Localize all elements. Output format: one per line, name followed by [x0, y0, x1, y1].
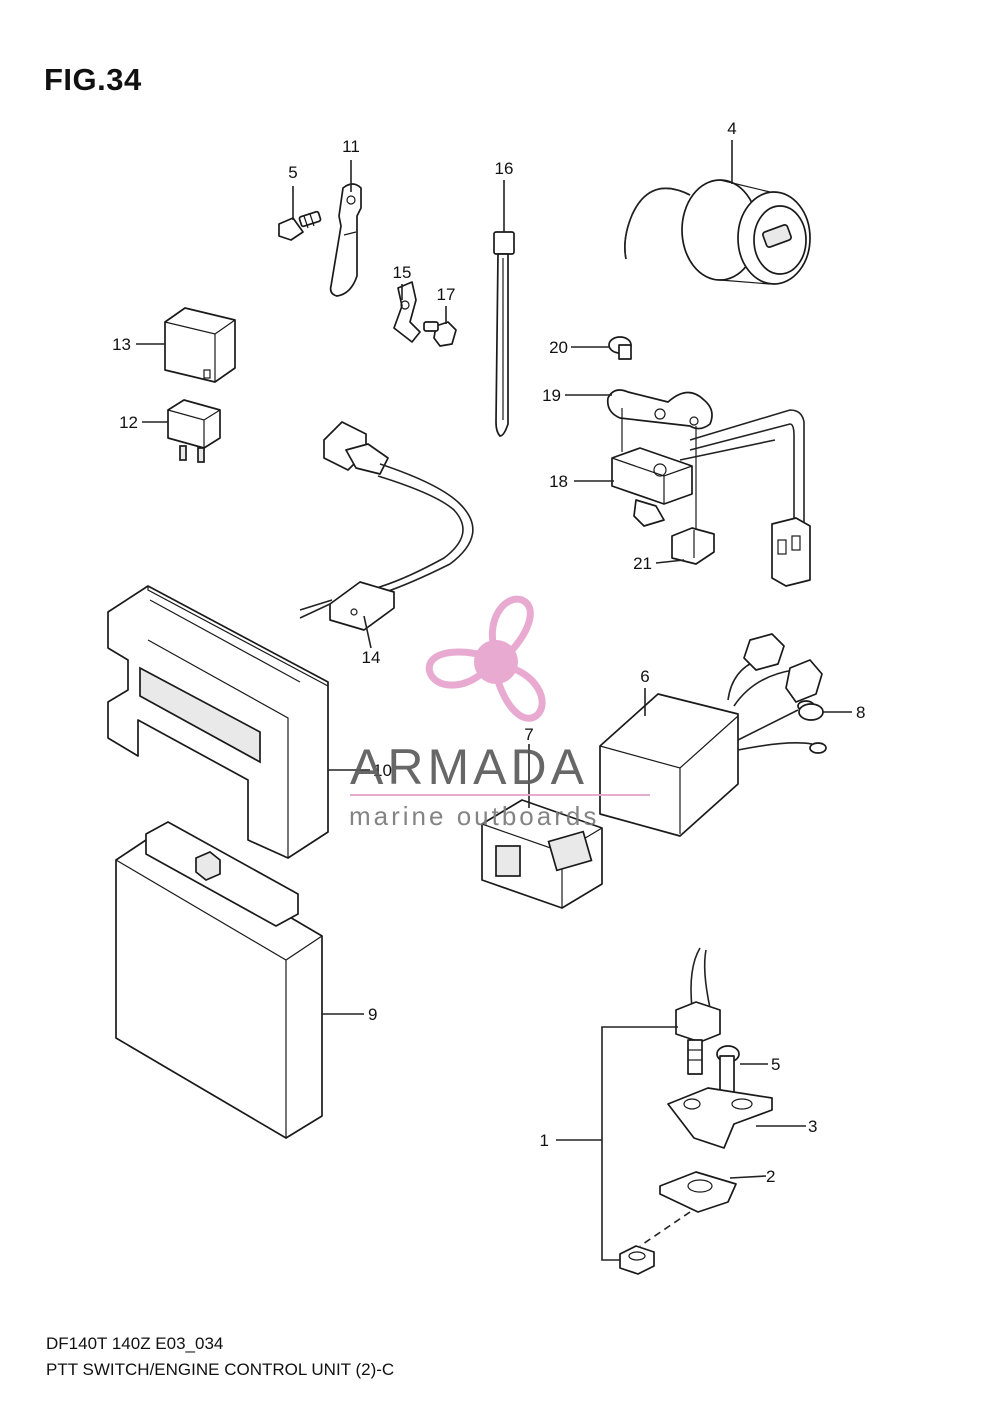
callout-15: 15 — [393, 263, 412, 282]
callout-7: 7 — [524, 725, 533, 744]
callout-14: 14 — [362, 648, 381, 667]
callout-1: 1 — [540, 1131, 549, 1150]
part-wire-harness — [299, 421, 474, 631]
callout-9: 9 — [368, 1005, 377, 1024]
figure-title: FIG.34 — [44, 62, 142, 97]
callout-5-lower: 5 — [771, 1055, 780, 1074]
part-bracket-small — [393, 281, 421, 343]
watermark: ARMADA marine outboards — [349, 595, 650, 831]
part-coupler — [481, 799, 603, 909]
callout-2: 2 — [766, 1167, 775, 1186]
callout-3: 3 — [808, 1117, 817, 1136]
callout-17: 17 — [437, 285, 456, 304]
part-sensor-assembly — [619, 947, 773, 1275]
watermark-brand: ARMADA — [350, 739, 588, 795]
callout-6: 6 — [640, 667, 649, 686]
callout-11: 11 — [342, 137, 360, 156]
part-relay-small — [167, 399, 221, 463]
part-ecu-box — [115, 821, 323, 1139]
part-grommet — [798, 703, 824, 721]
callout-21: 21 — [633, 554, 652, 573]
leader-lines — [136, 140, 852, 1261]
callout-13: 13 — [112, 335, 131, 354]
figure-caption: PTT SWITCH/ENGINE CONTROL UNIT (2)-C — [46, 1360, 395, 1379]
part-relay-large — [164, 307, 236, 383]
callout-5-upper: 5 — [288, 163, 297, 182]
callout-18: 18 — [549, 472, 568, 491]
part-screw-17 — [423, 321, 457, 347]
part-control-module — [599, 633, 827, 837]
callout-20: 20 — [549, 338, 568, 357]
callout-8: 8 — [856, 703, 865, 722]
part-trim-gauge — [624, 179, 811, 285]
callout-4: 4 — [727, 119, 736, 138]
callout-numbers: 1 2 3 4 5 5 6 7 8 9 10 11 12 13 14 15 16… — [112, 119, 865, 1186]
part-screw-20 — [608, 336, 632, 360]
part-clamp-strip — [329, 183, 362, 297]
callout-19: 19 — [542, 386, 561, 405]
part-ecu-cover — [107, 585, 329, 859]
callout-12: 12 — [119, 413, 138, 432]
callout-10: 10 — [373, 761, 392, 780]
watermark-tagline: marine outboards — [349, 801, 599, 831]
part-cable-tie — [493, 231, 515, 437]
propeller-icon — [425, 595, 546, 722]
model-code: DF140T 140Z E03_034 — [46, 1334, 224, 1353]
callout-16: 16 — [495, 159, 514, 178]
part-ptt-switch-assembly — [606, 389, 811, 587]
part-bolt-upper — [278, 210, 322, 241]
